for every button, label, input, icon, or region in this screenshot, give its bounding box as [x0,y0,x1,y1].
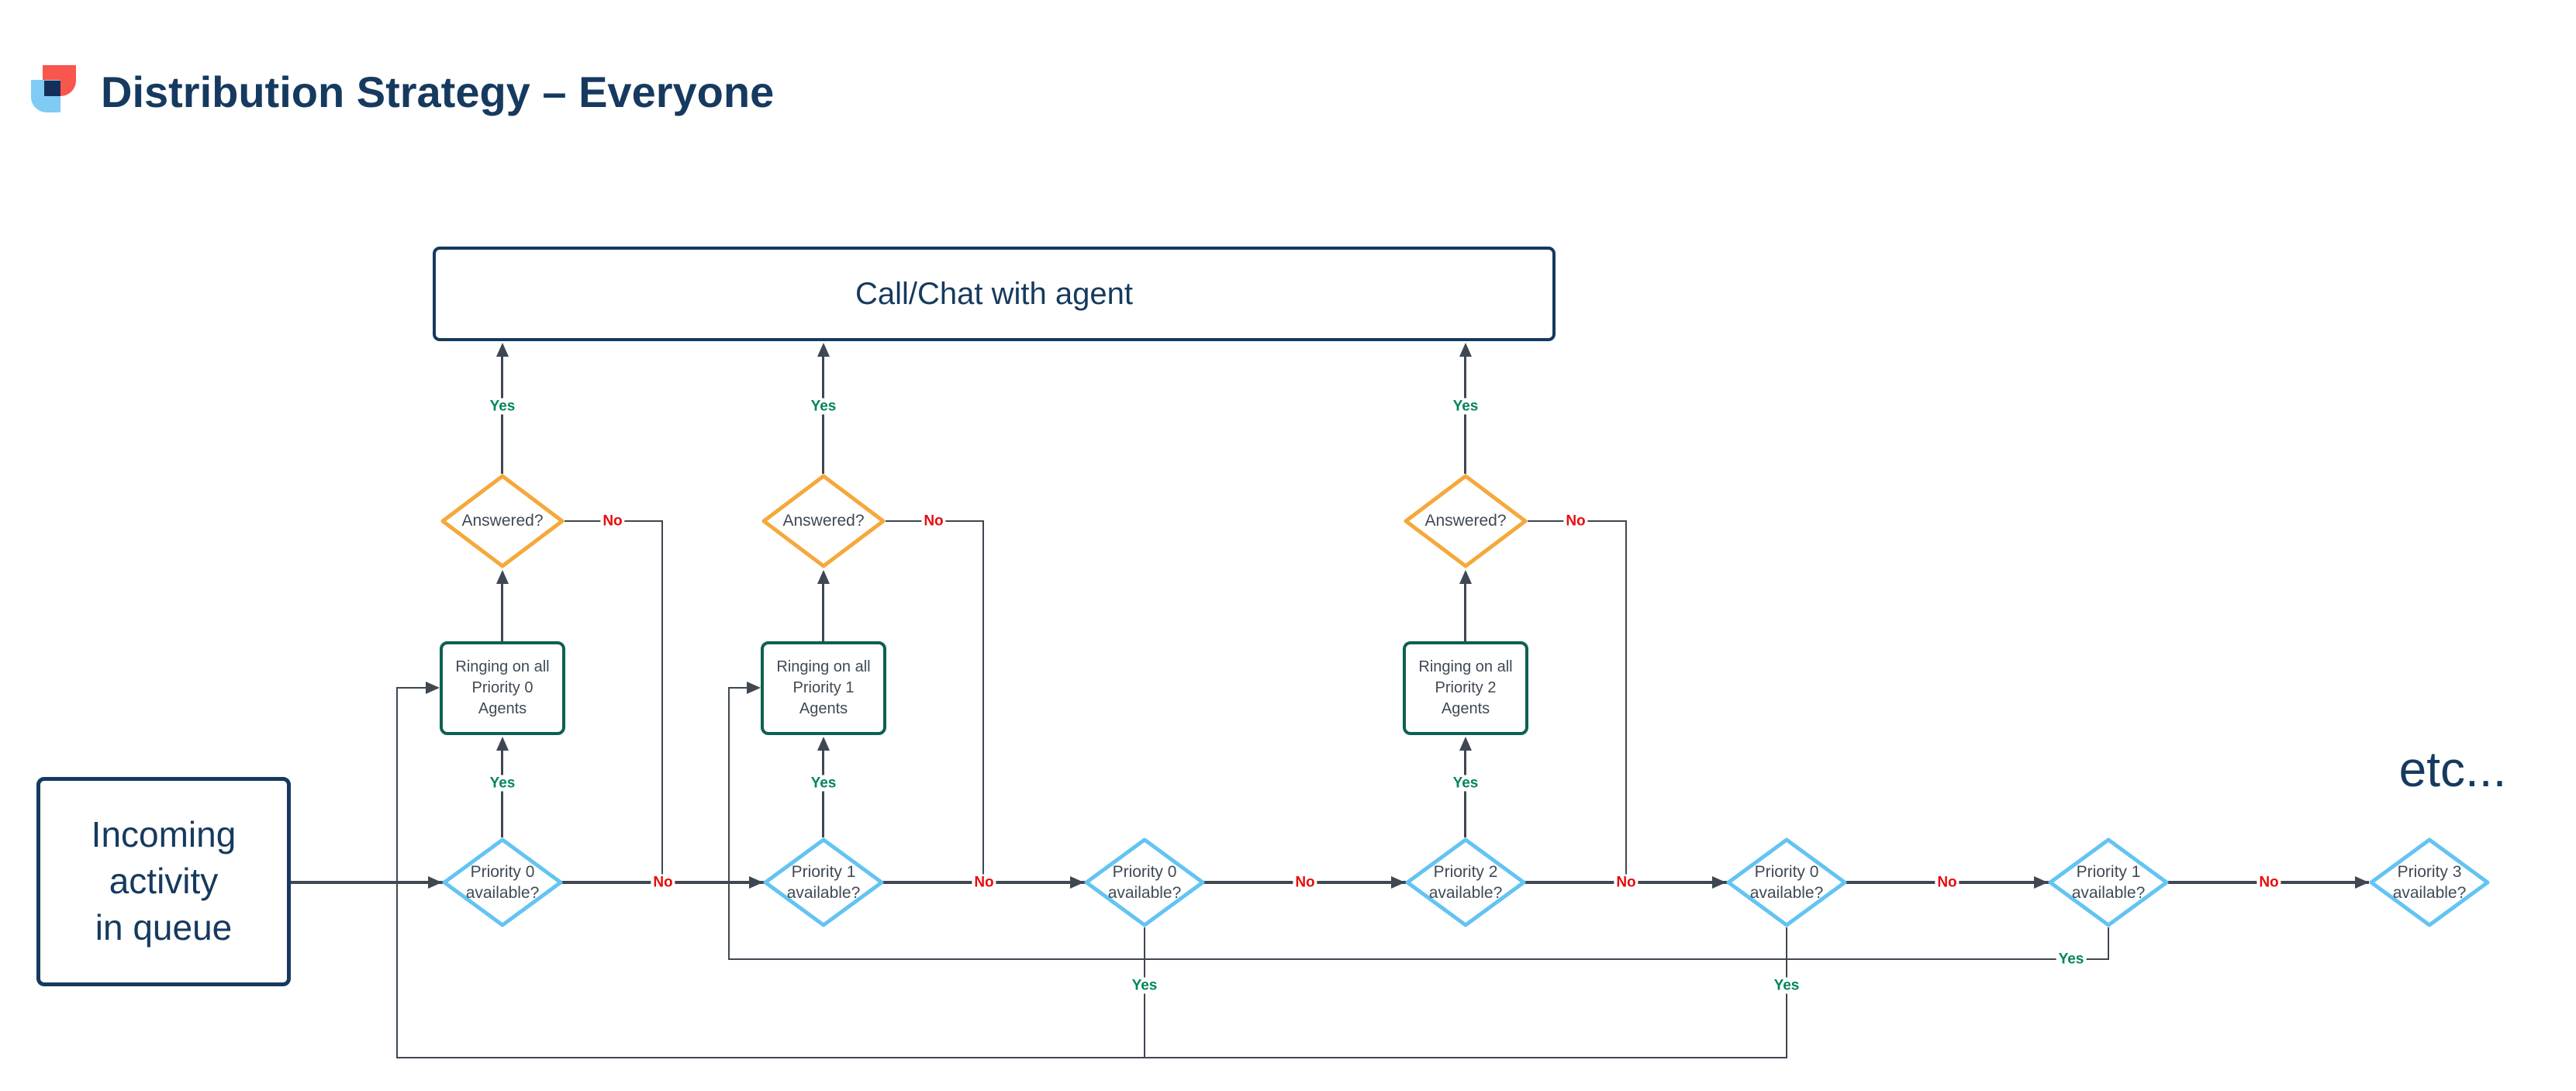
decision-label: Priority 0 available? [1749,862,1824,902]
yes-label: Yes [487,398,518,415]
col2-ring-to-answered-line [822,582,824,641]
no-label: No [651,874,675,891]
col2-answered-to-terminal-line [822,355,824,474]
arrowhead-up-icon [1459,737,1472,751]
arrowhead-right-icon [428,876,442,889]
arrowhead-up-icon [496,737,509,751]
mid-loop-into-ring2-line [728,687,747,689]
answered1-no-line-v [661,520,663,881]
arrowhead-up-icon [817,343,830,357]
arrowhead-up-icon [496,570,509,584]
no-label: No [1563,513,1588,530]
decision-answered-2: Answered? [761,474,886,568]
col1-ring-to-answered-line [501,582,503,641]
terminal-label: Call/Chat with agent [855,276,1133,311]
decision-priority-check-7: Priority 3 available? [2369,837,2490,927]
decision-label: Priority 1 available? [786,862,861,902]
decision-answered-3: Answered? [1404,474,1528,568]
arrowhead-right-icon [1391,876,1405,889]
decision-label: Priority 2 available? [1428,862,1503,902]
etc-annotation: etc... [2398,741,2507,797]
process-box-ringing-p0: Ringing on all Priority 0 Agents [440,641,565,735]
col3-answered-to-terminal-line [1464,355,1466,474]
start-incoming-activity-box: Incoming activity in queue [36,777,291,986]
no-label: No [2257,874,2281,891]
bottom-loop-into-ring1-line [396,687,426,689]
decision-label: Priority 1 available? [2071,862,2146,902]
mid-loop-line-v [728,688,730,960]
yes-label: Yes [808,398,839,415]
process-box-ringing-p1: Ringing on all Priority 1 Agents [761,641,886,735]
process-box-ringing-p2: Ringing on all Priority 2 Agents [1403,641,1528,735]
arrowhead-right-icon [2034,876,2048,889]
yes-label: Yes [808,775,839,792]
arrowhead-up-icon [817,570,830,584]
yes-label: Yes [1450,398,1481,415]
main-flow-line [291,881,2369,884]
decision-priority-check-3: Priority 0 available? [1084,837,1205,927]
yes-label: Yes [2056,951,2087,968]
arrowhead-right-icon [747,682,761,694]
arrowhead-right-icon [1070,876,1084,889]
col1-check-to-ring-line [501,749,503,837]
decision-label: Answered? [782,512,865,530]
decision-label: Priority 0 available? [465,862,540,902]
col3-ring-to-answered-line [1464,582,1466,641]
answered2-no-line-v [982,520,984,881]
arrowhead-right-icon [2355,876,2369,889]
logo-navy-shape [44,81,60,96]
arrowhead-up-icon [496,343,509,357]
arrowhead-up-icon [1459,570,1472,584]
decision-priority-check-6: Priority 1 available? [2048,837,2169,927]
no-label: No [1293,874,1317,891]
no-label: No [921,513,946,530]
decision-label: Answered? [461,512,544,530]
answered3-no-line-v [1625,520,1627,881]
decision-priority-check-1: Priority 0 available? [442,837,563,927]
bottom-loop-line-h [396,1057,1787,1058]
col3-check-to-ring-line [1464,749,1466,837]
decision-priority-check-4: Priority 2 available? [1405,837,1526,927]
yes-label: Yes [487,775,518,792]
page-title: Distribution Strategy – Everyone [101,67,775,116]
col2-check-to-ring-line [822,749,824,837]
check6-yes-line-v [2108,927,2109,960]
no-label: No [600,513,625,530]
arrowhead-right-icon [426,682,440,694]
col1-answered-to-terminal-line [501,355,503,474]
no-label: No [1614,874,1638,891]
no-label: No [1935,874,1960,891]
decision-priority-check-2: Priority 1 available? [763,837,884,927]
arrowhead-up-icon [1459,343,1472,357]
bottom-loop-line-v [396,688,398,1058]
terminal-call-chat-box: Call/Chat with agent [433,247,1556,341]
arrowhead-right-icon [1712,876,1726,889]
no-label: No [972,874,996,891]
arrowhead-up-icon [817,737,830,751]
decision-priority-check-5: Priority 0 available? [1726,837,1847,927]
decision-label: Answered? [1424,512,1507,530]
yes-label: Yes [1129,977,1160,994]
yes-label: Yes [1450,775,1481,792]
decision-answered-1: Answered? [440,474,565,568]
mid-loop-line-h [728,958,2109,960]
arrowhead-right-icon [749,876,763,889]
decision-label: Priority 3 available? [2392,862,2467,902]
yes-label: Yes [1771,977,1802,994]
decision-label: Priority 0 available? [1107,862,1182,902]
